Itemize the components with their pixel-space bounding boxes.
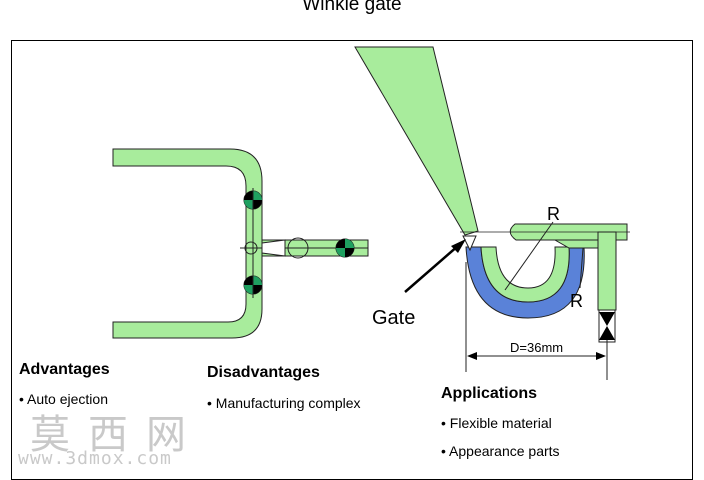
left-runner-circle — [287, 237, 309, 259]
disadvantages-heading: Disadvantages — [207, 364, 320, 381]
gate-arrow-head — [451, 239, 466, 253]
ejector-marker-runner — [335, 238, 355, 258]
left-gate-circle — [244, 241, 258, 255]
r-top-leader — [504, 221, 554, 291]
watermark-url: www.3dmox.com — [18, 448, 172, 469]
vertical-runner — [597, 231, 617, 311]
ejector-marker-upper — [243, 190, 263, 210]
disadvantages-item-1-text: Manufacturing complex — [215, 395, 361, 411]
label-r-top: R — [547, 204, 560, 224]
page-title: Winkle gate — [302, 0, 402, 15]
advantages-heading: Advantages — [19, 361, 110, 378]
gate-arrow-line — [404, 244, 460, 293]
advantages-item-1-text: Auto ejection — [27, 391, 108, 407]
applications-item-1-text: Flexible material — [449, 415, 552, 431]
applications-item-1: • Flexible material — [441, 415, 552, 431]
disadvantages-item-1: • Manufacturing complex — [207, 395, 361, 411]
applications-item-2: • Appearance parts — [441, 443, 560, 459]
ejector-pin-icon — [599, 312, 615, 340]
left-part-outline — [112, 148, 263, 339]
watermark-chinese: 莫西网 — [30, 412, 204, 458]
label-gate: Gate — [372, 307, 415, 329]
r-side-leader — [579, 247, 584, 289]
dim-arrow-left — [467, 352, 477, 360]
sprue — [354, 46, 479, 236]
label-dimension: D=36mm — [510, 340, 563, 355]
applications-heading: Applications — [441, 385, 538, 402]
runner-connection — [553, 239, 599, 249]
left-gate-tip — [261, 239, 286, 257]
dim-arrow-right — [596, 352, 606, 360]
winkle-gate-diagram: R R Gate D=36mm — [112, 46, 630, 380]
applications-item-2-text: Appearance parts — [449, 443, 560, 459]
label-r-side: R — [570, 291, 583, 311]
advantages-item-1: • Auto ejection — [19, 391, 108, 407]
gate-tip — [462, 235, 477, 252]
